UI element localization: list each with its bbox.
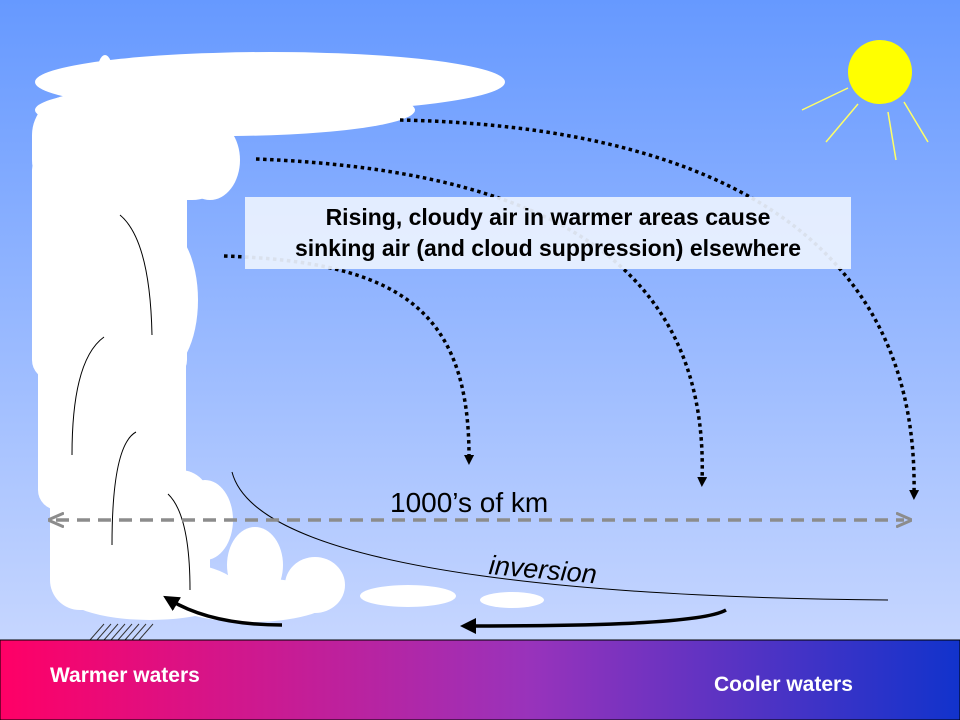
distance-label: 1000’s of km [390,487,549,518]
small-cloud [360,585,456,607]
storm-cloud [32,52,505,622]
surface-flow-arrow [163,595,283,627]
sun-icon [801,40,929,161]
caption-line-1: Rising, cloudy air in warmer areas cause [325,204,771,230]
ocean-strip [0,639,960,720]
rain-streaks [89,623,154,641]
cool-water-label: Cooler waters [714,673,853,696]
caption-line-2: sinking air (and cloud suppression) else… [294,235,802,261]
subsidence-arrow-middle [255,157,708,487]
warm-water-label: Warmer waters [50,664,200,687]
surface-flow-arrow [460,608,727,634]
small-cloud [480,592,544,608]
caption-box: Rising, cloudy air in warmer areas cause… [245,197,851,269]
